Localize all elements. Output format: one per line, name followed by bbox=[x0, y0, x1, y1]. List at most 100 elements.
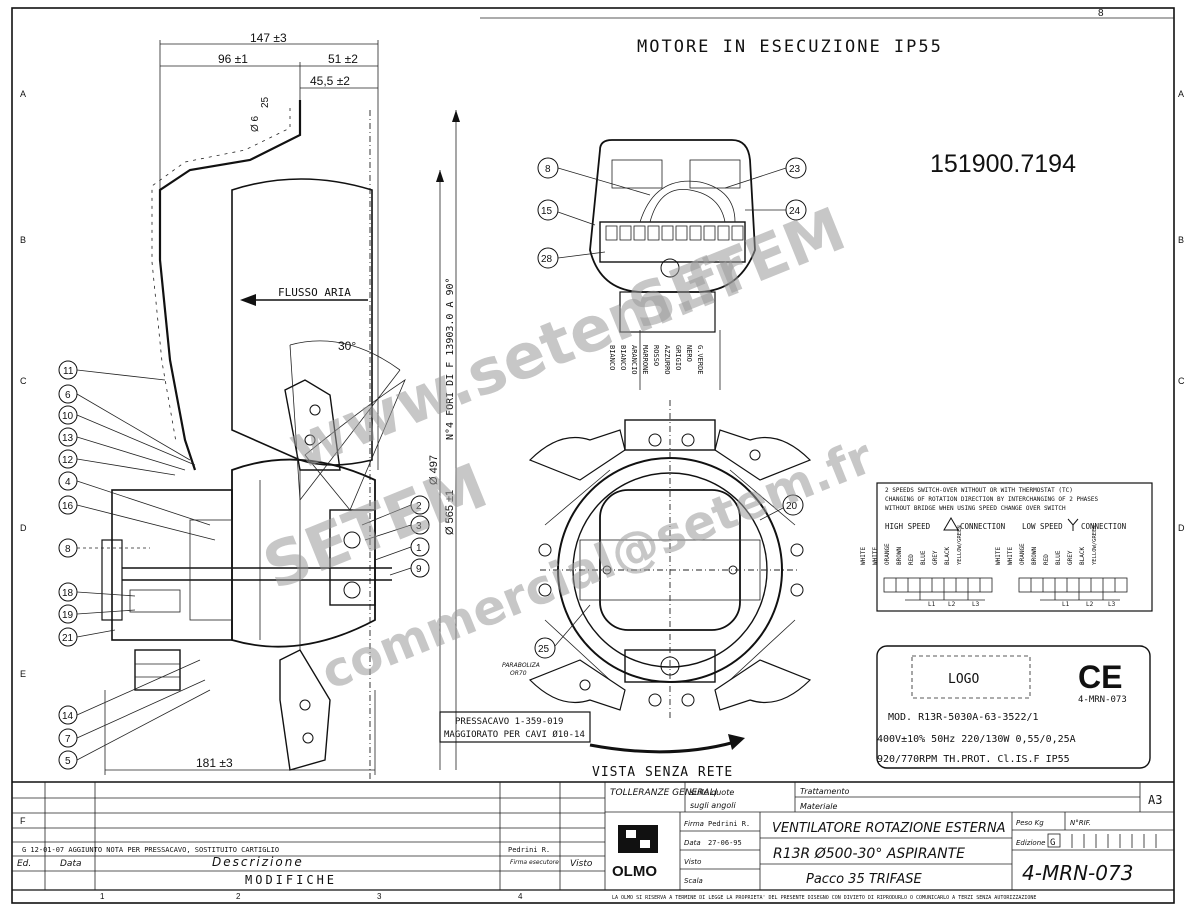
brand-name: OLMO bbox=[612, 863, 657, 880]
callout-6: 6 bbox=[65, 390, 71, 401]
zone-d: D bbox=[20, 523, 27, 533]
callout-top-28: 28 bbox=[541, 254, 553, 265]
dim-top-left: 96 ±1 bbox=[218, 52, 248, 66]
conn-note-1: 2 SPEEDS SWITCH-OVER WITHOUT OR WITH THE… bbox=[885, 487, 1073, 494]
callout-bottom-20: 20 bbox=[786, 501, 798, 512]
flow-label: FLUSSO ARIA bbox=[278, 286, 351, 299]
hw-8: BLACK bbox=[944, 547, 951, 565]
gland-note-line2: MAGGIORATO PER CAVI Ø10-14 bbox=[444, 729, 585, 740]
hw-4: BROWN bbox=[896, 547, 903, 565]
signer: Pedrini R. bbox=[708, 820, 750, 828]
nameplate-code: 4-MRN-073 bbox=[1078, 695, 1127, 705]
side-view: 147 ±3 96 ±1 51 ±2 45,5 ±2 Ø 6 2 5 FLUSSO… bbox=[58, 31, 460, 780]
zone-c-right: C bbox=[1178, 376, 1185, 386]
dim-dia-497: Ø 497 bbox=[428, 455, 440, 485]
callout-13: 13 bbox=[62, 433, 74, 444]
wire-color-8: NERO bbox=[685, 345, 693, 362]
phase-l2: L2 bbox=[948, 601, 956, 608]
conn-note-2: CHANGING OF ROTATION DIRECTION BY INTERC… bbox=[885, 496, 1099, 503]
callout-21: 21 bbox=[62, 633, 74, 644]
rotation-arrow-icon bbox=[728, 734, 745, 750]
zone-4: 4 bbox=[518, 892, 523, 901]
callout-12: 12 bbox=[62, 455, 74, 466]
nameplate: LOGO CE 4-MRN-073 MOD. R13R-5030A-63-352… bbox=[876, 645, 1151, 769]
left-callouts: 11 6 10 13 12 4 16 8 18 19 21 14 7 bbox=[58, 360, 216, 770]
callout-16: 16 bbox=[62, 501, 74, 512]
zone-e: E bbox=[20, 669, 26, 679]
peso-label: Peso Kg bbox=[1016, 819, 1044, 827]
drawing-number: 4-MRN-073 bbox=[1022, 861, 1133, 885]
low-speed-suffix: CONNECTION bbox=[1081, 522, 1126, 531]
small-label-1: PARABOLIZA bbox=[502, 662, 540, 669]
dim-dia-565: Ø 565 ±1 bbox=[444, 490, 456, 535]
callout-19: 19 bbox=[62, 610, 74, 621]
front-view: 20 25 PARABOLIZA OR70 VISTA SENZA RETE bbox=[502, 400, 812, 780]
dim-overall-top: 147 ±3 bbox=[250, 31, 287, 45]
hw-7: GREY bbox=[932, 550, 939, 565]
drawing-code: 151900.7194 bbox=[930, 150, 1076, 178]
callout-10: 10 bbox=[62, 411, 74, 422]
dim-top-right: 51 ±2 bbox=[328, 52, 358, 66]
col-ed: Ed. bbox=[17, 859, 31, 869]
bolt-holes bbox=[538, 433, 804, 707]
zone-b: B bbox=[20, 235, 26, 245]
wire-color-5: ROSSO bbox=[652, 345, 660, 366]
desc-line3: Pacco 35 TRIFASE bbox=[806, 872, 923, 887]
callout-top-24: 24 bbox=[789, 206, 801, 217]
nameplate-line2: 400V±10% 50Hz 220/130W 0,55/0,25A bbox=[877, 734, 1076, 745]
hw-5: RED bbox=[908, 554, 915, 565]
sheet-border bbox=[11, 7, 1175, 904]
drawing-title: MOTORE IN ESECUZIONE IP55 bbox=[637, 37, 943, 57]
col-visto: Visto bbox=[570, 859, 593, 869]
phase-l3: L3 bbox=[972, 601, 980, 608]
tol-label: TOLLERANZE GENERALI bbox=[610, 788, 718, 798]
olmo-logo-mark bbox=[618, 825, 658, 853]
col-firma-esec: Firma esecutore bbox=[510, 859, 559, 866]
material-label: Materiale bbox=[800, 802, 838, 811]
zone-c: C bbox=[20, 376, 27, 386]
format-label: A3 bbox=[1148, 793, 1162, 807]
terminal-box-view: BIANCO BIANCO ARANCIO MARRONE ROSSO AZZU… bbox=[537, 139, 807, 390]
high-speed-label: HIGH SPEED bbox=[885, 522, 931, 531]
date-value: 27-06-95 bbox=[708, 839, 742, 847]
wire-color-3: ARANCIO bbox=[630, 345, 638, 375]
visto-label: Visto bbox=[684, 858, 701, 866]
lw-7: GREY bbox=[1067, 550, 1074, 565]
watermark-email: commercial@setem.fr bbox=[314, 428, 881, 701]
high-speed-wires: WHITE WHITE ORANGE BROWN RED BLUE GREY B… bbox=[860, 525, 993, 601]
dim-small-v1: Ø 6 bbox=[250, 115, 261, 132]
callout-4: 4 bbox=[65, 477, 71, 488]
low-speed-wires: WHITE WHITE ORANGE BROWN RED BLUE GREY B… bbox=[995, 525, 1128, 601]
zone-top: 8 bbox=[1098, 8, 1104, 19]
hw-3: ORANGE bbox=[884, 543, 891, 565]
zone-b-right: B bbox=[1178, 235, 1184, 245]
watermarks: www.setem.fr SETEM SETEM commercial@sete… bbox=[253, 194, 881, 701]
title-block: G 12-01-07 AGGIUNTO NOTA PER PRESSACAVO,… bbox=[12, 781, 1174, 901]
callout-bottom-25: 25 bbox=[538, 644, 550, 655]
wire-color-4: MARRONE bbox=[641, 345, 649, 375]
view-caption: VISTA SENZA RETE bbox=[592, 765, 733, 780]
scala-label: Scala bbox=[684, 877, 703, 885]
desc-line2: R13R Ø500-30° ASPIRANTE bbox=[773, 846, 965, 862]
dim-bottom: 181 ±3 bbox=[196, 756, 233, 770]
callout-7: 7 bbox=[65, 734, 71, 745]
zone-f: F bbox=[20, 816, 26, 826]
zone-a: A bbox=[20, 89, 26, 99]
zone-d-right: D bbox=[1178, 523, 1185, 533]
callout-2: 2 bbox=[416, 501, 422, 512]
hw-6: BLUE bbox=[920, 550, 927, 565]
gland-note-line1: PRESSACAVO 1-359-019 bbox=[455, 717, 563, 727]
holes-note: N°4 FORI DI F 13903.0 A 90° bbox=[445, 277, 456, 440]
zone-a-right: A bbox=[1178, 89, 1184, 99]
callout-5: 5 bbox=[65, 756, 71, 767]
right-callouts: 2 3 1 9 bbox=[361, 495, 430, 578]
zone-1: 1 bbox=[100, 892, 105, 901]
wire-color-labels: BIANCO BIANCO ARANCIO MARRONE ROSSO AZZU… bbox=[608, 345, 704, 375]
lw-8: BLACK bbox=[1079, 547, 1086, 565]
wire-color-9: G.VERDE bbox=[696, 345, 704, 375]
treatment-label: Trattamento bbox=[800, 787, 850, 796]
callout-top-8: 8 bbox=[545, 164, 551, 175]
callout-1: 1 bbox=[416, 543, 422, 554]
dim-offset: 45,5 ±2 bbox=[310, 74, 350, 88]
